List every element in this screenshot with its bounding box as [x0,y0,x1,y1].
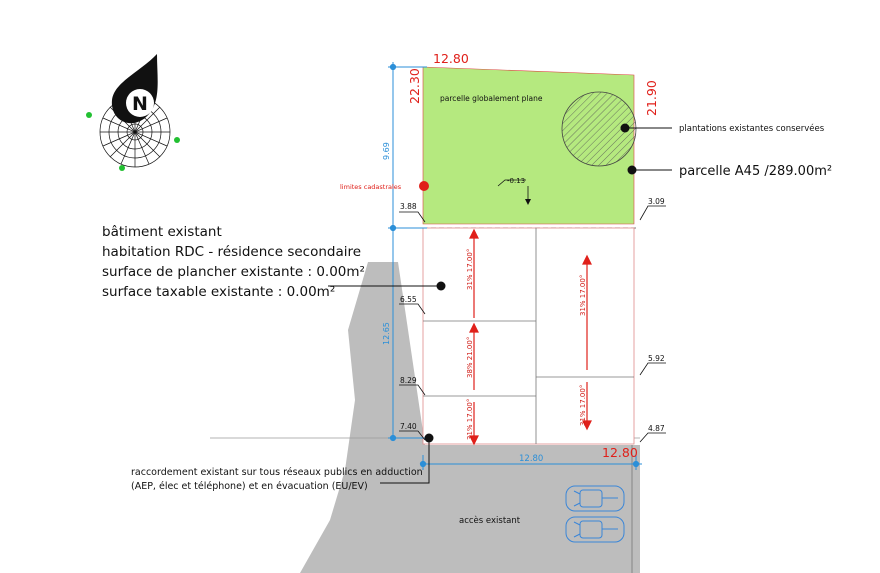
dim-top-width: 12.80 [433,51,469,66]
height-5: 3.09 [648,197,665,206]
height-3: 8.29 [400,376,417,385]
compass-marker-s [119,165,125,171]
limits-marker-dot [419,181,429,191]
height-6: 5.92 [648,354,665,363]
car-1 [565,485,625,512]
slope-label-4: 31% 17.00° [466,399,474,440]
dim-bottom-width-red: 12.80 [602,445,638,460]
building-type: habitation RDC - résidence secondaire [102,244,362,260]
connection-note-line-1: raccordement existant sur tous réseaux p… [131,467,423,478]
connection-note-line-2: (AEP, élec et téléphone) et en évacuatio… [131,481,368,492]
dim-garden-depth: 9.69 [382,142,391,160]
building-info: bâtiment existant habitation RDC - résid… [102,222,365,302]
height-7: 4.87 [648,424,665,433]
building-marker-dot [436,281,446,291]
compass-n-disk [126,89,154,117]
compass-marker-e [174,137,180,143]
slope-label-3: 38% 21.00° [466,337,474,378]
access-label: accès existant [459,515,521,526]
level-arrow-head [525,199,531,205]
roof-slope-arrows [469,228,592,446]
dim-bottom-width-blue: 12.80 [519,454,543,464]
compass-n-label: N [132,93,148,115]
slope-label-5: 31% 17.00° [579,385,587,426]
connection-note: raccordement existant sur tous réseaux p… [131,466,423,494]
dim-house-depth: 12.65 [382,322,391,345]
existing-tree [561,91,637,167]
height-4: 7.40 [400,422,417,431]
dim-left-depth: 22.30 [407,68,422,104]
level-marker [497,179,529,201]
height-1: 3.88 [400,202,417,211]
road-area [300,262,640,573]
parcel-id-label: parcelle A45 /289.00m² [679,164,832,179]
terrain-label: parcelle globalement plane [440,94,543,103]
level-label: -0.13 [507,177,525,185]
height-2: 6.55 [400,295,417,304]
compass-icon: N [86,54,180,171]
compass-marker-w [86,112,92,118]
dim-right-depth: 21.90 [644,80,659,116]
slope-label-2: 31% 17.00° [579,275,587,316]
parcel-marker-dot [627,165,637,175]
building-title: bâtiment existant [102,224,222,240]
building-floor-area: surface de plancher existante : 0.00m² [102,264,365,280]
leader-lines [328,127,672,484]
height-markers [399,205,666,443]
connection-marker-dot [424,433,434,443]
house-footprint [422,227,635,445]
blue-dimensions [388,62,642,470]
plantations-label: plantations existantes conservées [679,123,825,134]
tree-marker-dot [620,123,630,133]
slope-label-1: 31% 17.00° [466,249,474,290]
limits-label: limites cadastrales [340,183,402,191]
car-2 [565,516,625,543]
building-taxable-area: surface taxable existante : 0.00m² [102,284,336,300]
